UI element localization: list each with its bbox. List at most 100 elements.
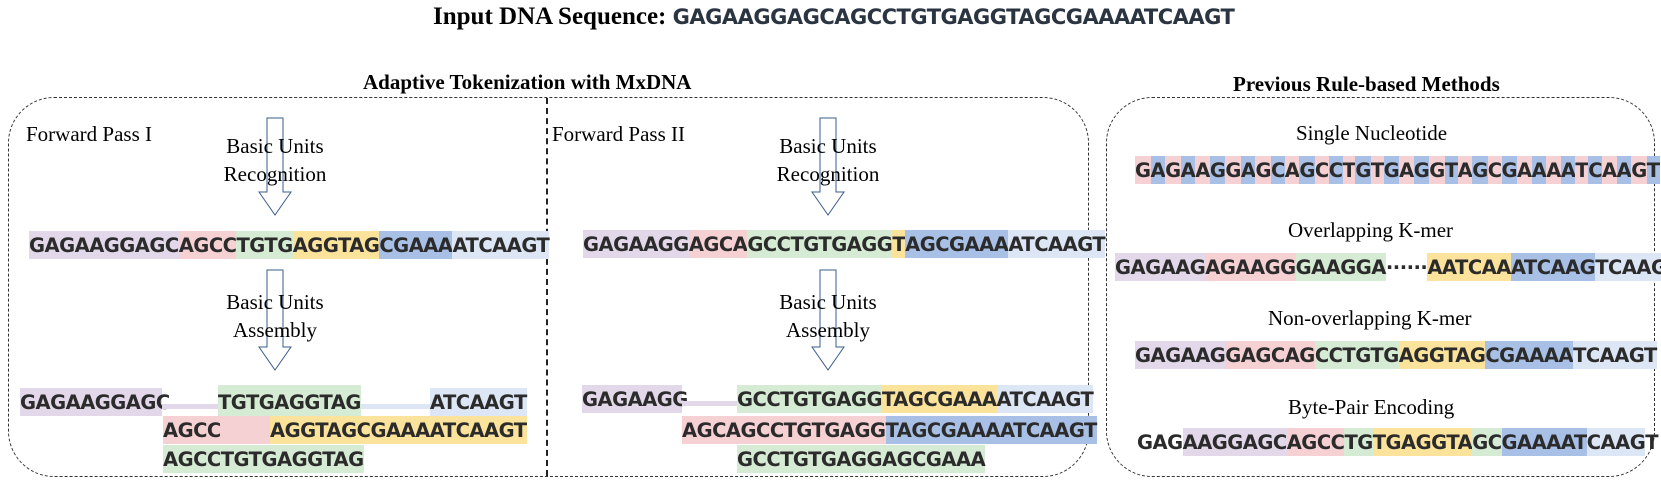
- nucleotide-token: G: [1209, 156, 1226, 184]
- nucleotide-token: G: [1472, 156, 1488, 184]
- pass-label: Forward Pass II: [552, 122, 685, 146]
- basic-unit: AGCA: [688, 230, 748, 258]
- assembled-token: AGGTAGCGAAAATCAAGT: [270, 416, 527, 444]
- tokenized-sequence: GAGAAGGAGCAGCCTGTGAGGTAGCGAAAATCAAGT: [1135, 156, 1660, 184]
- pass-label: Forward Pass I: [26, 122, 152, 146]
- method-name: Byte-Pair Encoding: [1288, 395, 1455, 419]
- assembled-token: ATCAAGT: [996, 385, 1094, 413]
- assembled-token: GAGAAGGAGC: [20, 388, 170, 416]
- bpe-token: CAAG: [1586, 428, 1646, 456]
- down-arrow-icon: [258, 117, 292, 216]
- assembly-caption: Basic Units Assembly: [175, 288, 375, 344]
- basic-units-sequence: GAGAAGGAGCAGCCTGTGAGGTAGCGAAAATCAAGT: [583, 230, 1106, 258]
- assembled-token: GCCTGTGAGG: [737, 445, 883, 473]
- nucleotide-token: G: [1631, 156, 1647, 184]
- nucleotide-token: A: [1560, 156, 1576, 184]
- tokenized-sequence: GAGAAGAGAAGGGAAGGA······AATCAAATCAAGTCAA…: [1115, 253, 1661, 281]
- kmer-token: CCTGTG: [1314, 341, 1399, 369]
- assembly-row: AGCCTGTGAGGTAG: [163, 445, 364, 473]
- kmer-token: AATCAA: [1427, 253, 1511, 281]
- nucleotide-token: A: [1616, 156, 1632, 184]
- method-name: Overlapping K-mer: [1288, 218, 1454, 242]
- left-panel-title: Adaptive Tokenization with MxDNA: [363, 70, 692, 94]
- basic-unit: GCCTGTGAGG: [747, 230, 893, 258]
- caption-line: Basic Units: [779, 134, 877, 158]
- ellipsis: ······: [1385, 256, 1428, 279]
- main-title-sequence: GAGAAGGAGCAGCCTGTGAGGTAGCGAAAATCAAGT: [672, 5, 1235, 29]
- method-name: Single Nucleotide: [1296, 121, 1448, 145]
- nucleotide-token: G: [1255, 156, 1271, 184]
- nucleotide-token: T: [1370, 156, 1384, 184]
- assembled-token: GAGAAGG: [582, 385, 688, 413]
- kmer-token: AGAAGG: [1205, 253, 1296, 281]
- kmer-token: GAGAAG: [1115, 253, 1206, 281]
- nucleotide-token: A: [1180, 156, 1196, 184]
- nucleotide-token: G: [1355, 156, 1371, 184]
- nucleotide-token: C: [1588, 156, 1603, 184]
- nucleotide-token: G: [1383, 156, 1400, 184]
- recognition-caption: Basic Units Recognition: [728, 132, 928, 188]
- assembled-token: AGCGAAA: [882, 445, 986, 473]
- caption-line: Basic Units: [779, 290, 877, 314]
- assembled-token: AGCAGCCTGTGAGG: [682, 416, 886, 444]
- nucleotide-token: A: [1284, 156, 1300, 184]
- bpe-token: AAGGAGC: [1182, 428, 1287, 456]
- assembled-token: AGCCTGTGAGGTAG: [163, 445, 364, 473]
- main-title: Input DNA Sequence: GAGAAGGAGCAGCCTGTGAG…: [433, 3, 1235, 31]
- nucleotide-token: C: [1270, 156, 1285, 184]
- kmer-token: TCAAGT: [1573, 341, 1657, 369]
- basic-unit: AGCC: [178, 231, 237, 259]
- method-name: Non-overlapping K-mer: [1268, 306, 1472, 330]
- token-spacer: [360, 404, 430, 409]
- kmer-token: GAGCAG: [1225, 341, 1315, 369]
- nucleotide-token: G: [1413, 156, 1430, 184]
- nucleotide-token: C: [1487, 156, 1502, 184]
- bpe-token: TGAGGTA: [1372, 428, 1473, 456]
- token-spacer: [682, 401, 737, 406]
- main-title-prefix: Input DNA Sequence:: [433, 3, 667, 30]
- basic-unit: T: [892, 230, 906, 258]
- assembled-token: ATCAAGT: [429, 388, 527, 416]
- assembled-token: AGCC: [163, 416, 270, 444]
- recognition-caption: Basic Units Recognition: [175, 132, 375, 188]
- kmer-token: GAAGGA: [1295, 253, 1386, 281]
- nucleotide-token: C: [1314, 156, 1329, 184]
- down-arrow-icon: [811, 269, 845, 371]
- nucleotide-token: A: [1546, 156, 1561, 184]
- assembly-caption: Basic Units Assembly: [728, 288, 928, 344]
- assembly-row: GAGAAGGAGC TGTGAGGTAG ATCAAGT: [20, 385, 527, 418]
- caption-line: Assembly: [786, 318, 870, 342]
- nucleotide-token: T: [1646, 156, 1660, 184]
- caption-line: Assembly: [233, 318, 317, 342]
- bpe-token: T: [1645, 431, 1659, 454]
- assembled-token: TAGCGAAA: [882, 385, 997, 413]
- caption-line: Basic Units: [226, 290, 324, 314]
- assembled-token: GCCTGTGAGG: [737, 385, 883, 413]
- bpe-token: TG: [1344, 428, 1373, 456]
- kmer-token: TCAAGT: [1595, 253, 1661, 281]
- assembled-token-part: TGTGAGGTAG: [218, 391, 361, 414]
- nucleotide-token: G: [1501, 156, 1518, 184]
- assembled-token: TAGCGAAAATCAAGT: [885, 416, 1097, 444]
- right-panel-title: Previous Rule-based Methods: [1233, 72, 1500, 96]
- basic-unit: AGGTAG: [292, 231, 380, 259]
- bpe-token: GAG: [1137, 431, 1183, 454]
- basic-unit: AGCGAAA: [905, 230, 1009, 258]
- nucleotide-token: G: [1429, 156, 1445, 184]
- down-arrow-icon: [258, 269, 292, 371]
- kmer-token: ATCAAG: [1510, 253, 1596, 281]
- nucleotide-token: A: [1457, 156, 1473, 184]
- kmer-token: GAGAAG: [1135, 341, 1226, 369]
- nucleotide-token: G: [1299, 156, 1315, 184]
- bpe-token: GC: [1472, 428, 1502, 456]
- tokenized-sequence: GAGAAGGAGCAGCCTGTGAGGTAGCGAAAATCAAGT: [1137, 428, 1659, 456]
- right-panel-box: [1106, 97, 1655, 477]
- assembled-token: TGTGAGGTAG: [218, 385, 361, 418]
- caption-line: Recognition: [776, 162, 880, 186]
- nucleotide-token: A: [1240, 156, 1256, 184]
- nucleotide-token: A: [1195, 156, 1210, 184]
- bpe-token: GAAAAT: [1501, 428, 1587, 456]
- nucleotide-token: T: [1575, 156, 1589, 184]
- basic-units-sequence: GAGAAGGAGCAGCCTGTGAGGTAGCGAAAATCAAGT: [29, 231, 550, 259]
